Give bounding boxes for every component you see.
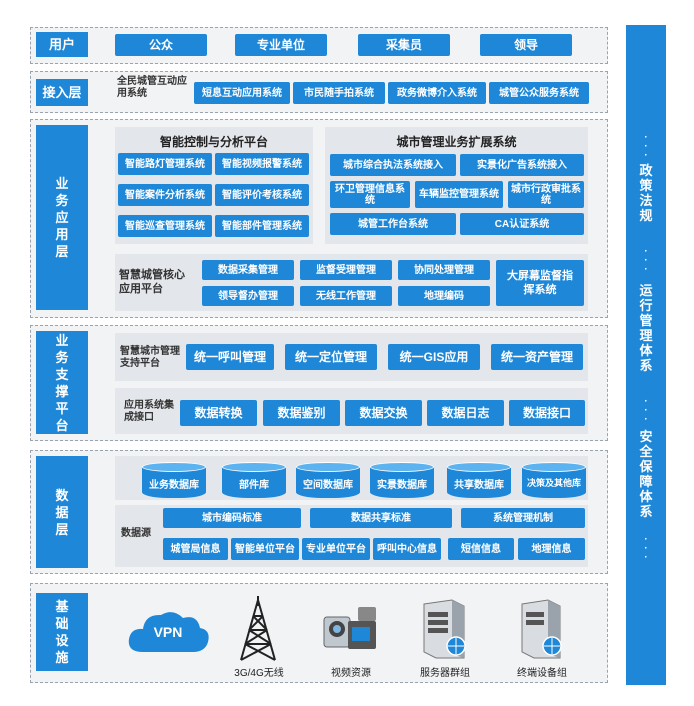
core-item-supervision: 监督受理管理 bbox=[300, 260, 392, 280]
integ-data-conversion: 数据转换 bbox=[180, 400, 257, 426]
support-unified-location: 统一定位管理 bbox=[285, 344, 377, 370]
core-item-leader-supervision: 领导督办管理 bbox=[202, 286, 294, 306]
source-bureau-info: 城管局信息 bbox=[163, 538, 228, 560]
source-geo-info: 地理信息 bbox=[518, 538, 585, 560]
video-label: 视频资源 bbox=[331, 668, 371, 679]
terminal-device-icon bbox=[514, 598, 570, 660]
integ-data-identification: 数据鉴别 bbox=[263, 400, 340, 426]
support-unified-assets: 统一资产管理 bbox=[491, 344, 583, 370]
user-leader: 领导 bbox=[480, 34, 572, 56]
user-collector: 采集员 bbox=[358, 34, 450, 56]
integration-title: 应用系统集成接口 bbox=[124, 400, 174, 423]
infra-layer-label: 基础设施 bbox=[36, 593, 88, 671]
smart-item-case-analysis: 智能案件分析系统 bbox=[118, 184, 212, 206]
ext-item-ca-auth: CA认证系统 bbox=[460, 213, 584, 235]
business-layer-label: 业务应用层 bbox=[36, 125, 88, 310]
video-camera-icon bbox=[320, 603, 382, 657]
core-item-coordination: 协同处理管理 bbox=[398, 260, 490, 280]
mgmt-support-title: 智慧城市管理支持平台 bbox=[120, 346, 180, 369]
smart-control-title: 智能控制与分析平台 bbox=[159, 135, 268, 149]
integ-data-exchange: 数据交换 bbox=[345, 400, 422, 426]
db-business: 业务数据库 bbox=[142, 462, 206, 498]
core-item-geocoding: 地理编码 bbox=[398, 286, 490, 306]
source-call-center: 呼叫中心信息 bbox=[373, 538, 441, 560]
ext-item-admin-approval: 城市行政审批系统 bbox=[508, 181, 584, 208]
source-smart-unit: 智能单位平台 bbox=[231, 538, 299, 560]
data-source-title: 数据源 bbox=[121, 528, 151, 539]
side-policy: 政策法规 bbox=[639, 163, 653, 223]
ext-item-workbench: 城管工作台系统 bbox=[330, 213, 456, 235]
user-public: 公众 bbox=[115, 34, 207, 56]
vpn-cloud-icon: VPN bbox=[125, 606, 211, 658]
access-title: 全民城管互动应用系统 bbox=[117, 76, 187, 99]
ext-item-ad-system: 实景化广告系统接入 bbox=[460, 154, 584, 176]
ext-item-sanitation: 环卫管理信息系统 bbox=[330, 181, 410, 208]
side-dots-mid2: ··· bbox=[644, 396, 648, 425]
access-item-photo: 市民随手拍系统 bbox=[293, 82, 385, 104]
db-realscene: 实景数据库 bbox=[370, 462, 434, 498]
smart-item-patrol: 智能巡查管理系统 bbox=[118, 215, 212, 237]
terminal-label: 终端设备组 bbox=[517, 668, 567, 679]
db-components: 部件库 bbox=[222, 462, 286, 498]
smart-item-streetlight: 智能路灯管理系统 bbox=[118, 153, 212, 175]
core-item-wireless: 无线工作管理 bbox=[300, 286, 392, 306]
core-item-data-collection: 数据采集管理 bbox=[202, 260, 294, 280]
access-item-public-service: 城管公众服务系统 bbox=[489, 82, 589, 104]
access-layer-label: 接入层 bbox=[36, 79, 88, 106]
access-item-sms: 短息互动应用系统 bbox=[194, 82, 290, 104]
db-shared: 共享数据库 bbox=[447, 462, 511, 498]
ext-item-law-enforcement: 城市综合执法系统接入 bbox=[330, 154, 456, 176]
vpn-label: VPN bbox=[153, 624, 183, 640]
db-spatial: 空间数据库 bbox=[296, 462, 360, 498]
infra-layer bbox=[30, 583, 608, 683]
side-dots-top: ··· bbox=[644, 132, 648, 161]
access-item-weibo: 政务微博介入系统 bbox=[388, 82, 486, 104]
ext-item-vehicle-monitor: 车辆监控管理系统 bbox=[415, 181, 503, 208]
std-data-sharing: 数据共享标准 bbox=[310, 508, 452, 528]
support-unified-gis: 统一GIS应用 bbox=[388, 344, 480, 370]
side-operation: 运行管理体系 bbox=[639, 283, 653, 373]
db-decision: 决策及其他库 bbox=[522, 462, 586, 498]
source-professional-unit: 专业单位平台 bbox=[302, 538, 370, 560]
support-unified-call: 统一呼叫管理 bbox=[186, 344, 274, 370]
user-professional-unit: 专业单位 bbox=[235, 34, 327, 56]
wireless-label: 3G/4G无线 bbox=[234, 668, 284, 679]
side-pillar: ··· 政策法规 ··· 运行管理体系 ··· 安全保障体系 ··· bbox=[626, 25, 666, 685]
std-system-management: 系统管理机制 bbox=[461, 508, 585, 528]
smart-item-component: 智能部件管理系统 bbox=[215, 215, 309, 237]
core-app-title: 智慧城管核心应用平台 bbox=[119, 269, 185, 295]
server-cluster-icon bbox=[418, 598, 474, 660]
side-security: 安全保障体系 bbox=[639, 429, 653, 519]
users-layer-label: 用户 bbox=[36, 32, 88, 57]
integ-data-interface: 数据接口 bbox=[509, 400, 585, 426]
side-dots-bottom: ··· bbox=[644, 534, 648, 563]
source-sms: 短信信息 bbox=[448, 538, 514, 560]
core-item-big-screen: 大屏幕监督指挥系统 bbox=[496, 260, 584, 306]
data-layer-label: 数据层 bbox=[36, 456, 88, 568]
side-dots-mid1: ··· bbox=[644, 246, 648, 275]
wireless-tower-icon bbox=[235, 596, 281, 662]
std-city-coding: 城市编码标准 bbox=[163, 508, 301, 528]
smart-item-evaluation: 智能评价考核系统 bbox=[215, 184, 309, 206]
support-layer-label: 业务支撑平台 bbox=[36, 331, 88, 434]
integ-data-log: 数据日志 bbox=[427, 400, 504, 426]
business-extension-title: 城市管理业务扩展系统 bbox=[396, 135, 517, 149]
smart-item-video-alarm: 智能视频报警系统 bbox=[215, 153, 309, 175]
server-label: 服务器群组 bbox=[420, 668, 470, 679]
